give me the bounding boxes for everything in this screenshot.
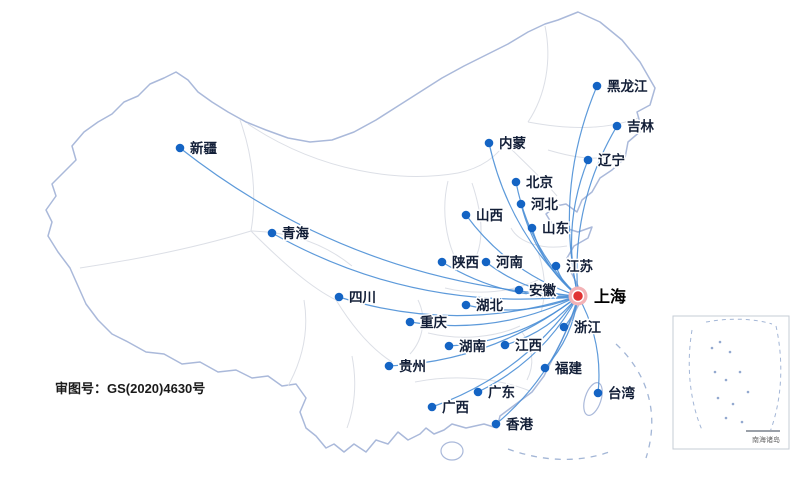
province-label: 湖南 — [459, 338, 486, 354]
province-dot — [583, 155, 593, 165]
province-dot — [540, 363, 550, 373]
province-dot — [481, 257, 491, 267]
province-label: 江西 — [515, 337, 542, 353]
route-line — [465, 295, 579, 311]
province-label: 河南 — [496, 254, 523, 270]
route-line — [271, 232, 579, 300]
province-dot — [500, 340, 510, 350]
province-dot — [592, 81, 602, 91]
inset-dash-left — [688, 329, 703, 431]
province-dot — [473, 387, 483, 397]
nine-dash-line — [507, 343, 653, 461]
province-label: 新疆 — [190, 140, 217, 156]
map-approval-number: 审图号：GS(2020)4630号 — [55, 381, 205, 396]
province-label: 台湾 — [608, 385, 636, 401]
province-dot — [516, 199, 526, 209]
route-line — [431, 295, 579, 408]
province-label: 辽宁 — [598, 152, 625, 168]
inset-dash-top — [705, 318, 773, 325]
province-label: 浙江 — [574, 319, 602, 335]
inset-dash-right — [769, 325, 782, 433]
province-dot — [405, 317, 415, 327]
province-label: 安徽 — [529, 282, 557, 298]
province-dot — [427, 402, 437, 412]
route-line — [441, 261, 579, 298]
taiwan-island — [583, 382, 603, 416]
province-dot — [461, 210, 471, 220]
province-dot — [444, 341, 454, 351]
province-label: 内蒙 — [499, 135, 527, 151]
hainan-island — [440, 441, 464, 461]
province-dot — [527, 223, 537, 233]
province-label: 广西 — [442, 399, 469, 415]
province-label: 重庆 — [420, 314, 447, 330]
province-dot — [559, 322, 569, 332]
province-dot — [484, 138, 494, 148]
route-line — [338, 295, 579, 317]
province-label: 湖北 — [476, 298, 503, 313]
route-line — [570, 159, 589, 297]
province-label: 四川 — [349, 290, 376, 305]
province-label: 山西 — [476, 208, 503, 223]
inset-frame — [672, 315, 790, 450]
route-line — [465, 214, 579, 297]
province-label: 香港 — [505, 416, 534, 432]
route-line — [576, 125, 618, 297]
province-dot — [267, 228, 277, 238]
province-label: 广东 — [488, 384, 516, 400]
province-label: 山东 — [542, 220, 570, 236]
inset-islands — [710, 340, 750, 424]
south-china-sea-inset: 南海诸岛 — [672, 315, 790, 450]
province-dot — [593, 388, 603, 398]
province-label: 陕西 — [452, 254, 479, 270]
province-dot — [612, 121, 622, 131]
province-label: 贵州 — [399, 358, 426, 374]
province-dots — [175, 81, 622, 429]
province-label: 吉林 — [627, 118, 655, 134]
province-dot — [175, 143, 185, 153]
province-dot — [491, 419, 501, 429]
province-label: 黑龙江 — [607, 78, 648, 94]
province-dot — [511, 177, 521, 187]
inset-label: 南海诸岛 — [752, 435, 780, 444]
origin-label: 上海 — [594, 287, 626, 306]
route-line — [388, 295, 579, 367]
route-line — [409, 295, 579, 327]
province-dot — [461, 300, 471, 310]
province-label: 北京 — [526, 174, 553, 190]
province-label: 江苏 — [566, 258, 594, 274]
route-line — [477, 295, 579, 393]
province-label: 福建 — [554, 360, 583, 376]
province-dot — [514, 285, 524, 295]
province-label: 河北 — [531, 196, 559, 212]
province-dot — [551, 261, 561, 271]
province-dot — [334, 292, 344, 302]
origin-marker — [568, 286, 588, 306]
origin-dot — [571, 289, 585, 303]
province-dot — [437, 257, 447, 267]
province-dot — [384, 361, 394, 371]
route-line — [577, 295, 600, 394]
province-label: 青海 — [282, 225, 309, 241]
route-line — [485, 261, 579, 297]
